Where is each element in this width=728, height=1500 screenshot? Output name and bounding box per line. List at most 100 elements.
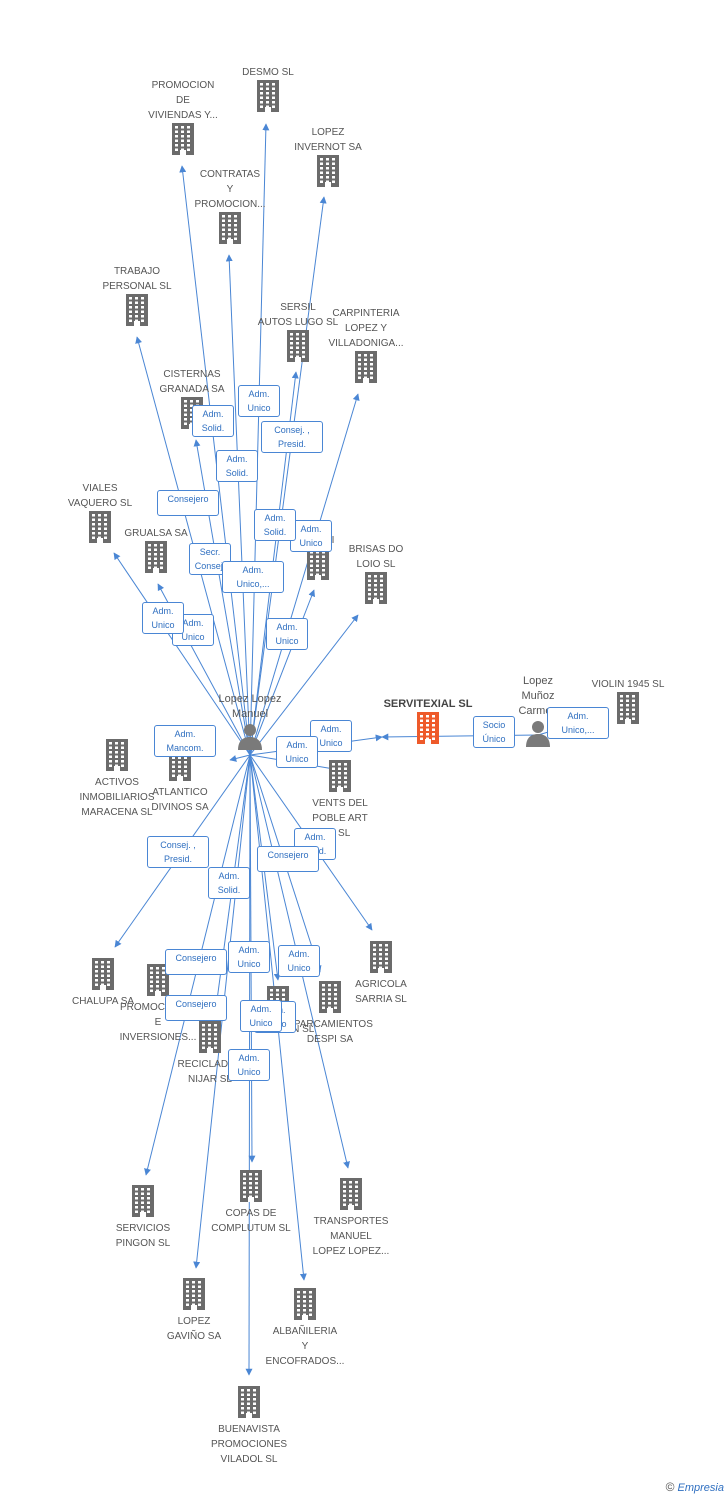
node-brisas-do-loio[interactable]: BRISAS DO LOIO SL bbox=[316, 542, 436, 604]
node-transportes-manuel[interactable]: TRANSPORTES MANUEL LOPEZ LOPEZ... bbox=[291, 1178, 411, 1259]
edge-label-transportes-manuel[interactable]: Adm. Unico bbox=[278, 945, 320, 977]
node-lopez-gavino[interactable]: LOPEZ GAVIÑO SA bbox=[134, 1278, 254, 1344]
building-icon bbox=[287, 330, 309, 362]
building-icon bbox=[219, 212, 241, 244]
edge-label-reciclados-nijar[interactable]: Adm. Unico bbox=[228, 1049, 270, 1081]
building-icon bbox=[340, 1178, 362, 1210]
edge-label-atlantico-divinos[interactable]: Adm. Mancom. bbox=[154, 725, 216, 757]
node-label: VIOLIN 1945 SL bbox=[591, 679, 665, 690]
node-label: SERSIL AUTOS LUGO SL bbox=[257, 302, 339, 328]
node-label: TRANSPORTES MANUEL LOPEZ LOPEZ... bbox=[312, 1216, 390, 1257]
node-label: GRUALSA SA bbox=[124, 528, 188, 539]
edge-lopez-lopez-manuel-to-brisas-do-loio bbox=[249, 614, 359, 756]
node-sersil-autos[interactable]: SERSIL AUTOS LUGO SL bbox=[238, 300, 358, 362]
building-icon bbox=[294, 1288, 316, 1320]
edge-label-servitexial[interactable]: Socio Único bbox=[473, 716, 515, 748]
node-buenavista[interactable]: BUENAVISTA PROMOCIONES VILADOL SL bbox=[189, 1386, 309, 1467]
node-atlantico-divinos[interactable]: ATLANTICO DIVINOS SA bbox=[120, 749, 240, 815]
node-servicios-pingon[interactable]: SERVICIOS PINGON SL bbox=[83, 1185, 203, 1251]
edge-label-digali[interactable]: Adm. Unico,... bbox=[222, 561, 284, 593]
edge-lopez-lopez-manuel-to-desmo bbox=[249, 123, 270, 756]
node-label: ALBAÑILERIA Y ENCOFRADOS... bbox=[265, 1326, 345, 1367]
brand-name: Empresia bbox=[677, 1482, 724, 1494]
edge-label-sersil-autos[interactable]: Adm. Unico bbox=[290, 520, 332, 552]
footer-brand[interactable]: © Empresia bbox=[666, 1480, 724, 1494]
node-label: Lopez Lopez Manuel bbox=[218, 693, 282, 720]
building-icon bbox=[183, 1278, 205, 1310]
node-agricola-sarria[interactable]: AGRICOLA SARRIA SL bbox=[321, 941, 441, 1007]
edge-lopez-lopez-manuel-to-digali bbox=[249, 589, 315, 756]
edge-label-lopez-gavino[interactable]: Consejero bbox=[165, 995, 227, 1021]
node-label: APARCAMIENTOS DESPI SA bbox=[287, 1019, 373, 1045]
building-icon bbox=[147, 964, 169, 996]
building-icon bbox=[92, 958, 114, 990]
edge-label-brisas-do-loio[interactable]: Adm. Unico bbox=[266, 618, 308, 650]
node-promocion-viviendas[interactable]: PROMOCION DE VIVIENDAS Y... bbox=[123, 78, 243, 155]
node-servitexial[interactable]: SERVITEXIAL SL bbox=[368, 697, 488, 744]
node-contratas-promocion[interactable]: CONTRATAS Y PROMOCION... bbox=[170, 167, 290, 244]
building-icon bbox=[617, 692, 639, 724]
edge-lopez-lopez-manuel-to-contratas-promocion bbox=[225, 254, 251, 756]
node-label: LOPEZ GAVIÑO SA bbox=[166, 1316, 222, 1342]
node-grualsa[interactable]: GRUALSA SA bbox=[96, 526, 216, 573]
person-icon bbox=[238, 724, 262, 750]
node-chalupa[interactable]: CHALUPA SA bbox=[43, 958, 163, 1009]
building-icon bbox=[106, 739, 128, 771]
person-icon bbox=[526, 721, 550, 747]
node-label: BRISAS DO LOIO SL bbox=[348, 544, 404, 570]
edge-lopez-lopez-manuel-to-atlantico-divinos bbox=[229, 754, 251, 762]
edge-label-copas-de-complutum[interactable]: Adm. Unico bbox=[228, 941, 270, 973]
node-label: CISTERNAS GRANADA SA bbox=[159, 369, 225, 395]
edge-lopez-lopez-manuel-to-carpinteria-lopez bbox=[249, 393, 360, 756]
edge-lopez-lopez-manuel-to-lopez-invernot bbox=[249, 196, 327, 756]
edge-label-aparcamientos-despi[interactable]: Consejero bbox=[257, 846, 319, 872]
node-label: SERVICIOS PINGON SL bbox=[115, 1223, 171, 1249]
building-icon bbox=[370, 941, 392, 973]
node-desmo[interactable]: DESMO SL bbox=[208, 65, 328, 112]
node-albanileria[interactable]: ALBAÑILERIA Y ENCOFRADOS... bbox=[245, 1288, 365, 1369]
building-icon bbox=[169, 749, 191, 781]
edge-label-servicios-pingon[interactable]: Consejero bbox=[165, 949, 227, 975]
node-trabajo-personal[interactable]: TRABAJO PERSONAL SL bbox=[77, 264, 197, 326]
building-icon bbox=[240, 1170, 262, 1202]
node-label: CARPINTERIA LOPEZ Y VILLADONIGA... bbox=[328, 308, 404, 349]
node-violin-1945[interactable]: VIOLIN 1945 SL bbox=[568, 677, 688, 724]
node-viales-vaquero[interactable]: VIALES VAQUERO SL bbox=[40, 481, 160, 543]
building-icon bbox=[126, 294, 148, 326]
node-label: ACTIVOS INMOBILIARIOS MARACENA SL bbox=[79, 777, 155, 818]
node-label: PROMOCIONES E INVERSIONES... bbox=[119, 1002, 197, 1043]
building-icon bbox=[238, 1386, 260, 1418]
building-icon bbox=[329, 760, 351, 792]
edge-label-lopez-invernot[interactable]: Consej. , Presid. bbox=[261, 421, 323, 453]
building-icon bbox=[365, 572, 387, 604]
edge-label-contratas-promocion[interactable]: Adm. Solid. bbox=[216, 450, 258, 482]
node-vents-del-poble[interactable]: VENTS DEL POBLE ART 4 SL bbox=[280, 760, 400, 841]
edge-label-chalupa[interactable]: Consej. , Presid. bbox=[147, 836, 209, 868]
edge-label-cisternas-granada[interactable]: Adm. Solid. bbox=[192, 405, 234, 437]
node-reciclados-nijar[interactable]: RECICLADOS NIJAR SL bbox=[150, 1021, 270, 1087]
edge-label-expansion[interactable]: Adm. Solid. bbox=[208, 867, 250, 899]
edge-label-vents-del-poble[interactable]: Adm. Unico bbox=[276, 736, 318, 768]
node-label: BUENAVISTA PROMOCIONES VILADOL SL bbox=[210, 1424, 288, 1465]
node-copas-de-complutum[interactable]: COPAS DE COMPLUTUM SL bbox=[191, 1170, 311, 1236]
node-carpinteria-lopez[interactable]: CARPINTERIA LOPEZ Y VILLADONIGA... bbox=[306, 306, 426, 383]
edge-label-desmo[interactable]: Adm. Unico bbox=[238, 385, 280, 417]
building-icon bbox=[199, 1021, 221, 1053]
edge-lopez-lopez-manuel-to-viales-vaquero bbox=[113, 552, 251, 756]
building-icon bbox=[319, 981, 341, 1013]
edge-label-buenavista[interactable]: Adm. Unico bbox=[240, 1000, 282, 1032]
edge-label-violin-1945[interactable]: Adm. Unico,... bbox=[547, 707, 609, 739]
edge-label-viales-vaquero[interactable]: Adm. Unico bbox=[142, 602, 184, 634]
node-label: TRABAJO PERSONAL SL bbox=[102, 266, 172, 292]
node-activos-inmobiliarios[interactable]: ACTIVOS INMOBILIARIOS MARACENA SL bbox=[57, 739, 177, 820]
node-lopez-lopez-manuel[interactable]: Lopez Lopez Manuel bbox=[190, 692, 310, 750]
node-promociones-inversiones[interactable]: PROMOCIONES E INVERSIONES... bbox=[98, 964, 218, 1045]
node-aparcamientos-despi[interactable]: APARCAMIENTOS DESPI SA bbox=[270, 981, 390, 1047]
node-lopez-invernot[interactable]: LOPEZ INVERNOT SA bbox=[268, 125, 388, 187]
building-icon bbox=[89, 511, 111, 543]
edge-label-carpinteria-lopez[interactable]: Adm. Solid. bbox=[254, 509, 296, 541]
edge-label-promocion-viviendas[interactable]: Consejero bbox=[157, 490, 219, 516]
building-icon bbox=[317, 155, 339, 187]
copyright-symbol: © bbox=[665, 1480, 675, 1494]
building-icon bbox=[132, 1185, 154, 1217]
